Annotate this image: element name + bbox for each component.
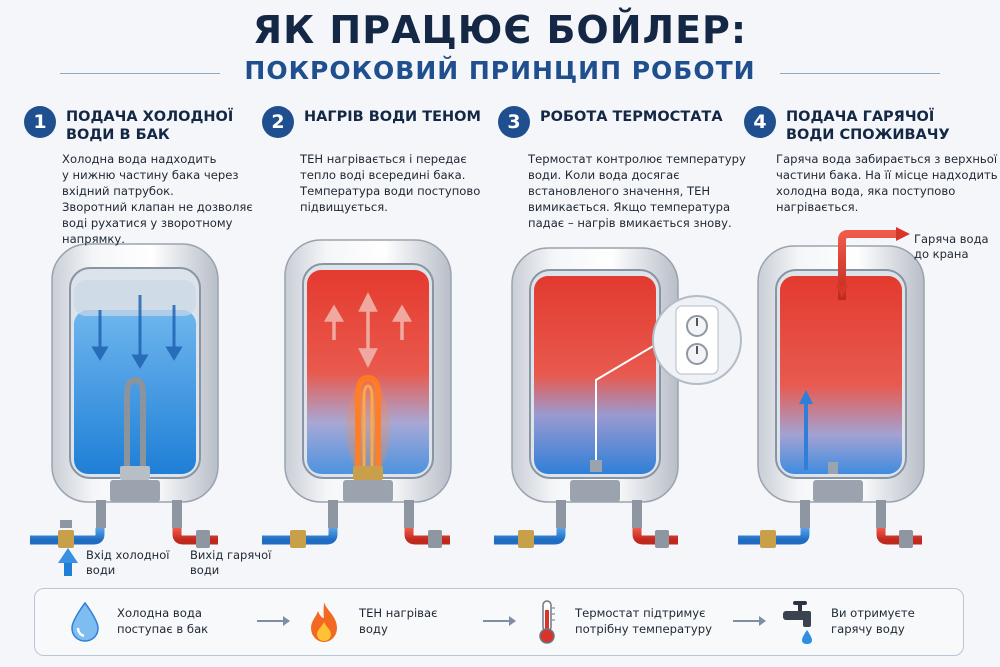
step-description: Холодна вода надходить у нижню частину б…: [62, 152, 253, 246]
step-title: Подача холодної води в бак: [66, 109, 234, 143]
summary-arrow: [483, 616, 516, 626]
rule-left: [60, 73, 220, 74]
thermometer-icon: [539, 600, 555, 644]
tank-4-hot-outflow: [738, 227, 925, 548]
tank-1-cold-inflow: [30, 243, 219, 576]
summary-bar: Холодна вода поступає в бак ТЕН нагріває…: [34, 588, 964, 656]
step-title: Нагрів води ТЕНом: [304, 109, 481, 125]
cold-inlet-arrow: [58, 548, 78, 576]
step-description: ТЕН нагрівається і передає тепло воді вс…: [300, 152, 481, 214]
tank-3-thermostat: [494, 247, 742, 548]
summary-text: Термостат підтримує потрібну температуру: [575, 606, 712, 636]
step-description: Гаряча вода забирається з верхньої части…: [776, 152, 998, 214]
summary-text: ТЕН нагріває воду: [359, 606, 438, 636]
summary-text: Ви отримуєте гарячу воду: [831, 606, 915, 636]
cold-inlet-label: Вхід холодної води: [86, 548, 170, 577]
boiler-illustrations: [30, 227, 925, 576]
cold-rise-arrow: [799, 390, 813, 470]
step-number: 2: [262, 106, 294, 138]
step-number: 1: [24, 106, 56, 138]
faucet-icon: [783, 601, 812, 644]
summary-text: Холодна вода поступає в бак: [117, 606, 209, 636]
step-number: 4: [744, 106, 776, 138]
flame-icon: [311, 602, 337, 642]
hot-outlet-label: Вихід гарячої води: [190, 548, 272, 577]
summary-arrow: [257, 616, 290, 626]
step-number: 3: [498, 106, 530, 138]
thermostat-callout: [652, 295, 742, 385]
summary-arrow: [733, 616, 766, 626]
step-title: Робота термостата: [540, 109, 723, 125]
hot-to-tap-label: Гаряча вода до крана: [914, 232, 989, 261]
step-description: Термостат контролює температуру води. Ко…: [528, 152, 746, 230]
rule-right: [780, 73, 940, 74]
water-drop-icon: [71, 601, 99, 642]
tank-2-heating: [262, 239, 452, 548]
page-title: ЯК ПРАЦЮЄ БОЙЛЕР:: [252, 8, 748, 52]
page-subtitle: ПОКРОКОВИЙ ПРИНЦИП РОБОТИ: [244, 56, 756, 85]
step-title: Подача гарячої води споживачу: [786, 109, 950, 143]
